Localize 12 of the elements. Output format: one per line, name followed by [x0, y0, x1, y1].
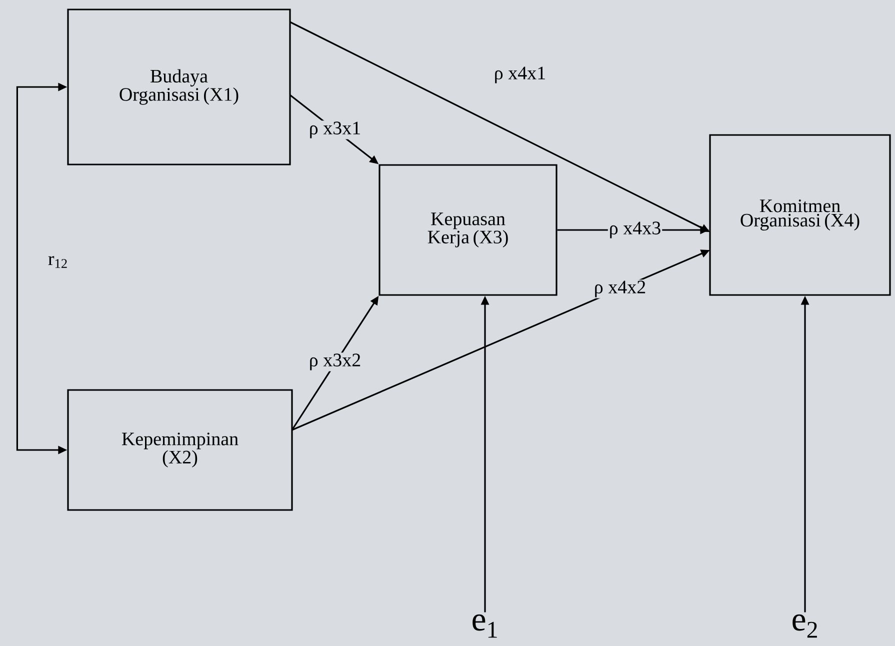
edge-label: r$_{12}$	[46, 255, 70, 269]
variable-box: Kepuasan Kerja (X3)	[378, 164, 558, 296]
edge-label: ρ x4x1	[492, 66, 548, 84]
variable-box: Kepemimpinan (X2)	[67, 389, 293, 511]
variable-box: Komitmen Organisasi (X4)	[709, 134, 891, 296]
edge-label: ρ x4x3	[608, 220, 662, 240]
error-term-label: e$_{2}$	[792, 614, 817, 638]
variable-box: Budaya Organisasi (X1)	[67, 8, 291, 166]
error-term-label: e$_{1}$	[472, 614, 497, 638]
edge-label: ρ x3x1	[308, 120, 362, 140]
edge-label: ρ x4x2	[592, 280, 648, 298]
edge-label: ρ x3x2	[308, 352, 362, 372]
